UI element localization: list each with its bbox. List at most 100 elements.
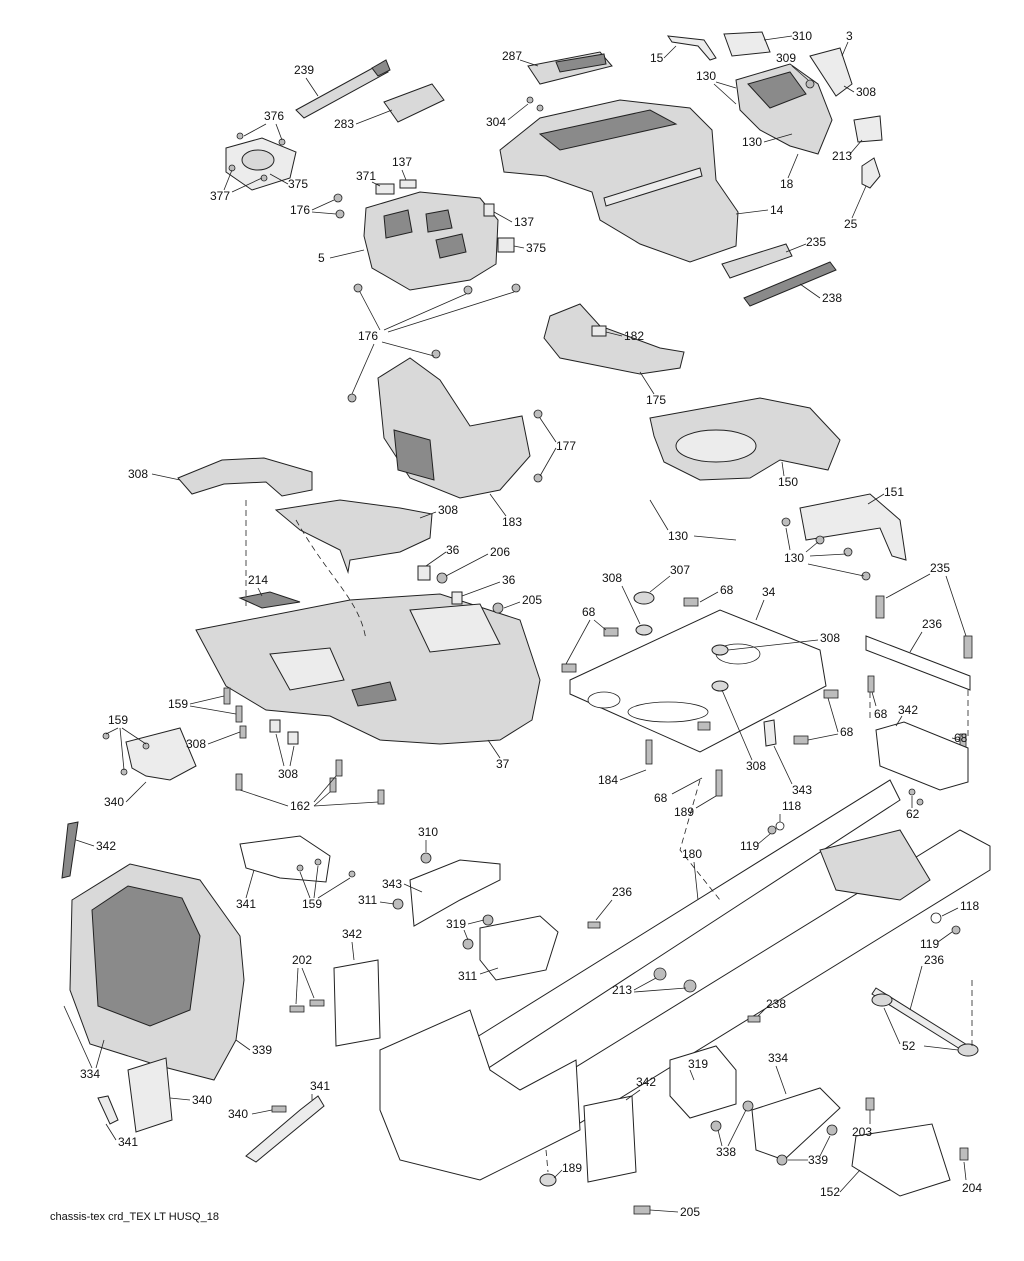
part-14-vent	[538, 109, 678, 151]
callout-308-b: 311	[358, 893, 377, 907]
callout-376: 375	[288, 177, 308, 191]
part-119-a	[767, 825, 777, 835]
callout-183-b: 189	[674, 805, 694, 819]
bolt-68-a	[683, 597, 699, 607]
callout-319: 342	[96, 839, 116, 853]
callout-68-c: 68	[840, 725, 854, 739]
callout-68-f: 68	[954, 731, 968, 745]
part-5-gauge-2	[425, 209, 453, 233]
bolt-162-e	[329, 777, 337, 793]
part-308-c	[482, 914, 494, 926]
callout-310: 340	[104, 795, 124, 809]
part-375-b	[497, 237, 515, 253]
part-308-f	[742, 1100, 754, 1112]
callout-235-b: 308	[820, 631, 840, 645]
part-214-a	[526, 96, 534, 104]
part-36-b	[451, 591, 463, 605]
part-239	[805, 79, 815, 89]
part-52-a	[871, 993, 893, 1007]
callout-118-b: 118	[960, 899, 979, 913]
callout-151: 151	[884, 485, 904, 499]
callout-52: 52	[902, 1039, 916, 1053]
part-34-slot	[587, 691, 621, 709]
callout-377-a: 376	[264, 109, 284, 123]
part-236-b	[711, 680, 729, 692]
part-310-bracket	[125, 727, 197, 781]
part-203-end	[371, 59, 391, 77]
diagram-caption: chassis-tex crd_TEX LT HUSQ_18	[50, 1211, 219, 1223]
part-5-switch	[435, 233, 467, 259]
callout-176-c: 177	[556, 439, 576, 453]
callout-118-a: 118	[782, 799, 801, 813]
bolt-377-a	[236, 132, 244, 140]
callout-3: 3	[846, 29, 853, 43]
callout-152: 152	[820, 1185, 840, 1199]
bolt-189-b	[309, 999, 325, 1007]
part-311-bracket	[239, 835, 331, 883]
part-151-bracket	[799, 493, 907, 561]
screw-176-g	[347, 393, 357, 403]
bolt-62-a	[908, 788, 916, 796]
callouts: 239 283 376 377 375 287 304 15 310 3 309…	[63, 29, 982, 1219]
callout-205: 235	[806, 235, 826, 249]
callout-183-a: 184	[598, 773, 618, 787]
callout-377-b: 377	[210, 189, 230, 203]
callout-284: 308	[438, 503, 458, 517]
callout-303: 311	[458, 969, 477, 983]
callout-162-a: 159	[168, 697, 188, 711]
bolt-68-g	[867, 675, 875, 693]
screw-176-b	[335, 209, 345, 219]
part-308-e	[710, 1120, 722, 1132]
part-342-plate-a	[333, 959, 381, 1047]
screw-176-c	[353, 283, 363, 293]
part-194-b	[492, 602, 504, 614]
callout-36-a: 36	[446, 543, 460, 557]
part-282-a	[269, 719, 281, 733]
callout-239: 309	[776, 51, 796, 65]
part-180-frame-front	[379, 1009, 581, 1181]
callout-68-e: 68	[874, 707, 888, 721]
callout-199: 214	[248, 573, 268, 587]
callout-334: 342	[898, 703, 918, 717]
callout-309: 339	[252, 1043, 272, 1057]
bolt-183-b	[715, 769, 723, 797]
bolt-287	[239, 725, 247, 739]
callout-202: 238	[822, 291, 842, 305]
callout-206: 283	[334, 117, 354, 131]
part-308-g	[776, 1154, 788, 1166]
callout-25: 25	[844, 217, 858, 231]
bolt-183-a	[645, 739, 653, 765]
callout-37: 37	[496, 757, 510, 771]
part-118-a	[775, 821, 785, 831]
callout-236-b: 308	[746, 759, 766, 773]
part-119-b	[951, 925, 961, 935]
callout-68-b: 68	[582, 605, 596, 619]
callout-5: 5	[318, 251, 325, 265]
callout-282: 308	[278, 767, 298, 781]
part-194-a	[436, 572, 448, 584]
bolt-68-f	[697, 721, 711, 731]
part-52-b	[957, 1043, 979, 1057]
callout-339: 341	[310, 1079, 330, 1093]
bolt-130-a	[781, 517, 791, 527]
callout-341: 341	[118, 1135, 138, 1149]
part-182-lower-dash	[377, 357, 531, 499]
callout-137-a: 137	[392, 155, 412, 169]
part-182-opening	[393, 429, 435, 481]
dashed-guide-6	[545, 1149, 549, 1173]
part-36-a	[417, 565, 431, 581]
callout-194-a: 206	[490, 545, 510, 559]
callout-297: 310	[792, 29, 812, 43]
bolt-130-c	[843, 547, 853, 557]
callout-176-a: 176	[290, 203, 310, 217]
part-118-b	[930, 912, 942, 924]
callout-213: 235	[930, 561, 950, 575]
callout-130-c: 130	[668, 529, 688, 543]
part-308-h	[826, 1124, 838, 1136]
callout-189-b: 203	[852, 1125, 872, 1139]
callout-34: 34	[762, 585, 776, 599]
part-375-a	[375, 183, 395, 195]
bolt-213-b	[963, 635, 973, 659]
part-339-lever	[245, 1095, 325, 1163]
